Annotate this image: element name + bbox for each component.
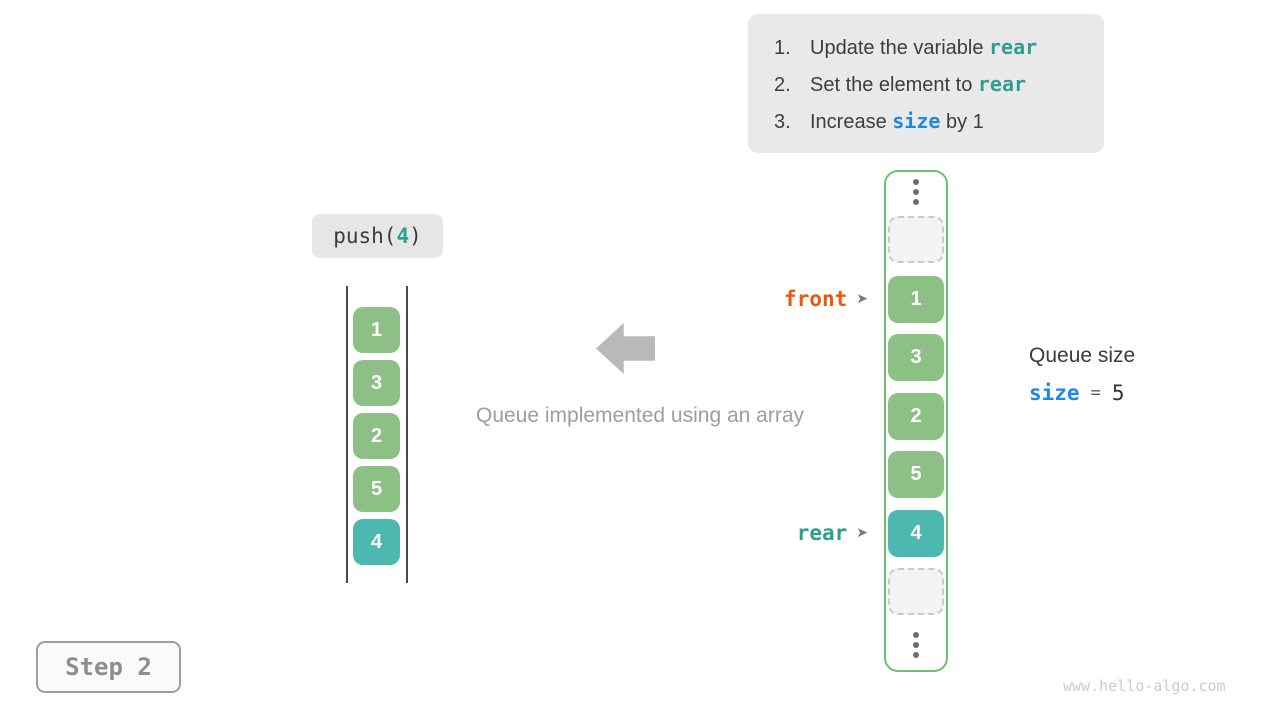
instruction-box: 1. Update the variable rear 2. Set the e… — [748, 14, 1104, 153]
queue-size-block: Queue size size = 5 — [1029, 344, 1135, 405]
code-token-rear: rear — [977, 72, 1027, 96]
queue-cell-rear: 4 — [888, 510, 944, 557]
instruction-text: Increase — [810, 111, 893, 133]
diagram-caption: Queue implemented using an array — [475, 404, 805, 427]
queue-cell: 2 — [888, 393, 944, 440]
queue-size-title: Queue size — [1029, 344, 1136, 367]
stack-right-wall — [406, 286, 408, 583]
size-value: 5 — [1111, 381, 1125, 405]
instruction-number: 2. — [774, 74, 791, 96]
rear-pointer-label: rear — [796, 521, 848, 545]
size-variable: size — [1029, 381, 1080, 405]
instruction-number: 1. — [774, 37, 791, 59]
code-token-rear: rear — [989, 35, 1038, 59]
instruction-item: 2. Set the element to rear — [774, 70, 1104, 98]
stack-cell-highlighted: 4 — [353, 519, 400, 565]
code-token-size: size — [892, 109, 941, 133]
stack-cell: 1 — [353, 307, 400, 353]
queue-cell: 3 — [888, 334, 944, 381]
push-call-label: push( 4 ) — [312, 214, 443, 258]
queue-cell-empty — [888, 216, 944, 263]
dot — [913, 642, 919, 648]
instruction-text: Update the variable — [810, 37, 990, 59]
stack-left-wall — [346, 286, 348, 583]
stack-cell: 3 — [353, 360, 400, 406]
dot — [913, 632, 919, 638]
front-pointer-label: front — [784, 287, 848, 311]
dot — [913, 189, 919, 195]
push-call-suffix: ) — [409, 224, 422, 248]
step-badge: Step 2 — [36, 641, 181, 693]
ellipsis-icon — [913, 179, 919, 205]
dot — [913, 652, 919, 658]
queue-size-expression: size = 5 — [1029, 381, 1135, 405]
front-pointer: front ➤ — [784, 287, 868, 311]
pointer-arrow-icon: ➤ — [856, 525, 868, 541]
dot — [913, 199, 919, 205]
rear-pointer: rear ➤ — [797, 521, 868, 545]
push-call-argument: 4 — [396, 224, 410, 248]
queue-cell: 1 — [888, 276, 944, 323]
instruction-item: 3. Increase size by 1 — [774, 107, 1104, 135]
instruction-text: by 1 — [940, 111, 984, 133]
equals-sign: = — [1090, 383, 1101, 403]
queue-cell: 5 — [888, 451, 944, 498]
watermark: www.hello-algo.com — [1063, 677, 1226, 695]
instruction-text: Set the element to — [810, 74, 978, 96]
push-call-prefix: push( — [333, 224, 397, 248]
queue-cell-empty — [888, 568, 944, 615]
ellipsis-icon — [913, 632, 919, 658]
pointer-arrow-icon: ➤ — [856, 291, 868, 307]
stack-cell: 5 — [353, 466, 400, 512]
dot — [913, 179, 919, 185]
stack-cell: 2 — [353, 413, 400, 459]
instruction-item: 1. Update the variable rear — [774, 33, 1104, 61]
instruction-number: 3. — [774, 111, 791, 133]
left-arrow-icon — [596, 323, 655, 374]
